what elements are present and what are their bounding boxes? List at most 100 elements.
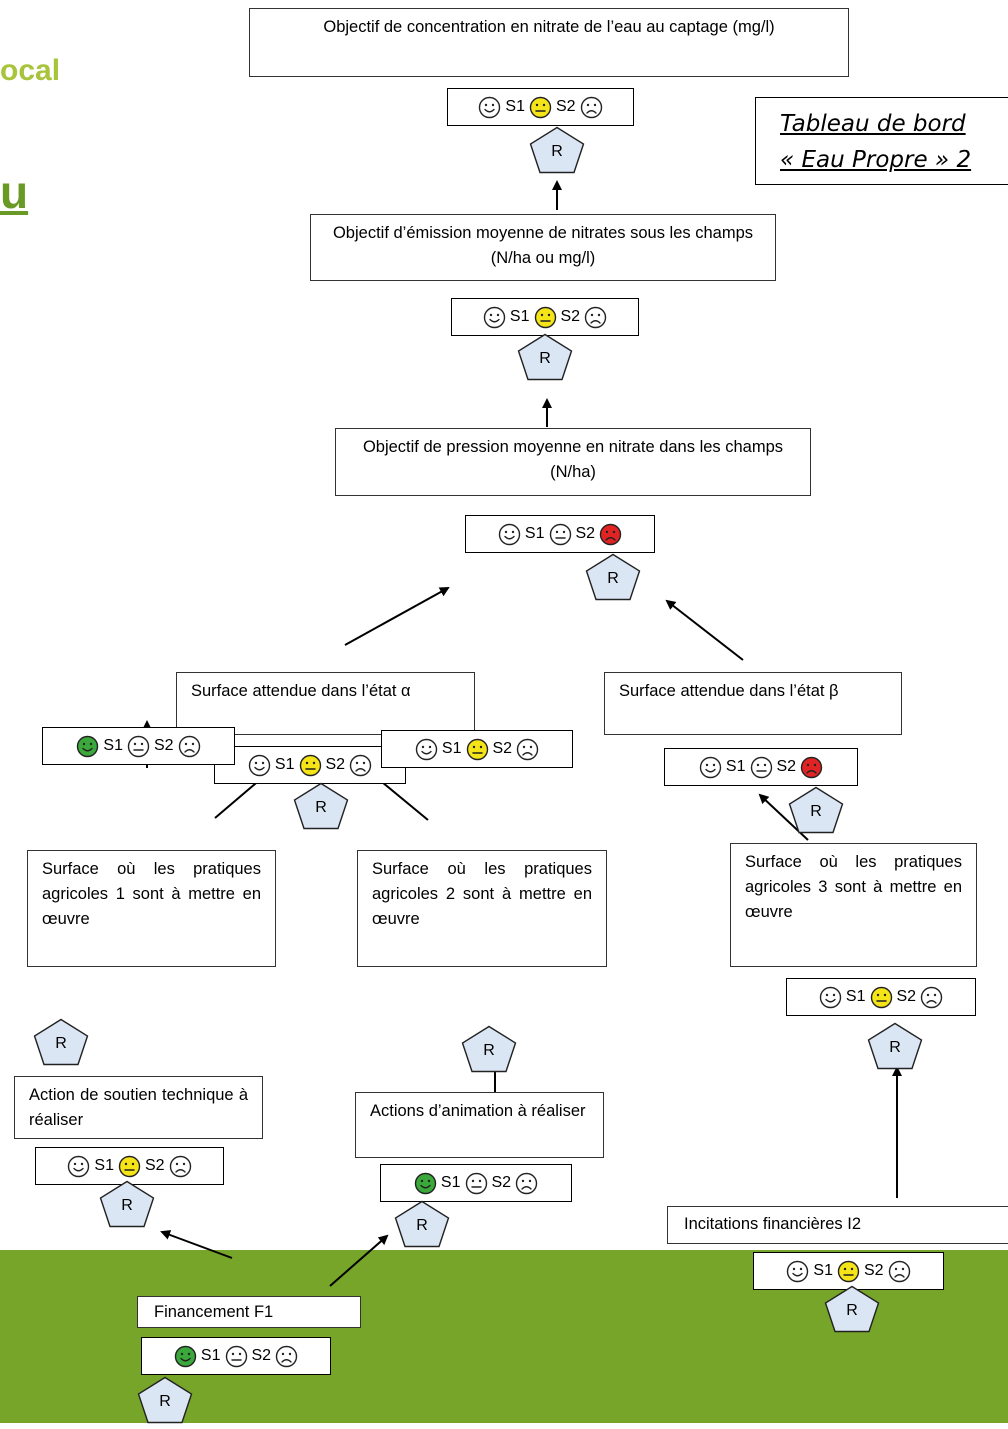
- scenario-indicator: S1 S2: [141, 1337, 331, 1375]
- r-pentagon: R: [461, 1025, 517, 1073]
- scenario-s1-label: S1: [509, 308, 530, 325]
- r-pentagon: R: [585, 553, 641, 601]
- node-box-surface-alpha: Surface attendue dans l’état α: [176, 672, 475, 735]
- slide-heading-fragment: ocal: [0, 54, 61, 87]
- neutral-face-icon: [870, 986, 893, 1009]
- neutral-face-icon: [529, 96, 552, 119]
- scenario-s1-label: S1: [845, 988, 866, 1005]
- scenario-s1-label: S1: [103, 737, 123, 754]
- smile-face-icon: [248, 754, 271, 777]
- scenario-s2-label: S2: [556, 98, 576, 115]
- r-pentagon: R: [293, 782, 349, 830]
- smile-face-icon: [483, 306, 506, 329]
- scenario-s1-label: S1: [813, 1262, 833, 1279]
- r-pentagon: R: [33, 1018, 89, 1066]
- r-pentagon: R: [529, 126, 585, 174]
- scenario-s2-label: S2: [492, 740, 513, 757]
- arrow-beta-to-pression: [665, 599, 744, 661]
- scenario-s2-label: S2: [251, 1347, 272, 1364]
- smile-face-icon: [415, 738, 438, 761]
- scenario-s2-label: S2: [154, 737, 174, 754]
- neutral-face-icon: [750, 756, 773, 779]
- scenario-s2-label: S2: [575, 525, 596, 542]
- smile-face-icon: [478, 96, 501, 119]
- sad-face-icon: [580, 96, 603, 119]
- neutral-face-icon: [549, 523, 572, 546]
- arrow-f1-to-soutien: [160, 1230, 233, 1259]
- sad-face-icon: [920, 986, 943, 1009]
- node-box-surface-beta: Surface attendue dans l’état β: [604, 672, 902, 735]
- node-box-emission-moyenne: Objectif d’émission moyenne de nitrates …: [310, 214, 776, 281]
- r-label: R: [121, 1197, 133, 1214]
- neutral-face-icon: [837, 1260, 860, 1283]
- r-pentagon: R: [824, 1285, 880, 1333]
- scenario-s2-label: S2: [864, 1262, 884, 1279]
- r-pentagon: R: [867, 1022, 923, 1070]
- scenario-s2-label: S2: [491, 1174, 512, 1191]
- smile-face-icon: [819, 986, 842, 1009]
- node-box-pratiques-2: Surface où les pratiques agricoles 2 son…: [357, 850, 607, 967]
- r-label: R: [889, 1039, 901, 1056]
- scenario-indicator: S1 S2: [381, 730, 573, 768]
- neutral-face-icon: [534, 306, 557, 329]
- smile-face-icon: [67, 1155, 90, 1178]
- sad-face-icon: [169, 1155, 192, 1178]
- r-pentagon: R: [137, 1376, 193, 1424]
- scenario-s1-label: S1: [94, 1157, 114, 1174]
- scenario-s1-label: S1: [200, 1347, 221, 1364]
- r-label: R: [551, 143, 563, 160]
- r-pentagon: R: [788, 786, 844, 834]
- node-box-pratiques-1: Surface où les pratiques agricoles 1 son…: [27, 850, 276, 967]
- neutral-face-icon: [118, 1155, 141, 1178]
- r-label: R: [315, 799, 327, 816]
- r-label: R: [55, 1035, 67, 1052]
- neutral-face-icon: [466, 738, 489, 761]
- node-box-financement-f1: Financement F1: [137, 1296, 361, 1328]
- scenario-indicator: S1 S2: [42, 727, 235, 765]
- r-label: R: [846, 1302, 858, 1319]
- scenario-indicator: S1 S2: [380, 1164, 572, 1202]
- scenario-s1-label: S1: [441, 740, 462, 757]
- scenario-s1-label: S1: [524, 525, 545, 542]
- scenario-indicator: S1 S2: [465, 515, 655, 553]
- scenario-s1-label: S1: [440, 1174, 461, 1191]
- scenario-s1-label: S1: [505, 98, 525, 115]
- sad-face-icon: [888, 1260, 911, 1283]
- smile-face-icon: [414, 1172, 437, 1195]
- scenario-indicator: S1 S2: [451, 298, 639, 336]
- neutral-face-icon: [465, 1172, 488, 1195]
- node-box-pratiques-3: Surface où les pratiques agricoles 3 son…: [730, 843, 977, 967]
- r-label: R: [159, 1393, 171, 1410]
- r-pentagon: R: [394, 1200, 450, 1248]
- smile-face-icon: [174, 1345, 197, 1368]
- sad-face-icon: [516, 738, 539, 761]
- dashboard-title-box: Tableau de bord « Eau Propre » 2: [755, 97, 1008, 185]
- sad-face-icon: [599, 523, 622, 546]
- scenario-s1-label: S1: [274, 756, 295, 773]
- node-box-pression-moyenne: Objectif de pression moyenne en nitrate …: [335, 428, 811, 496]
- arrow-f1-to-animation: [329, 1234, 389, 1287]
- r-label: R: [810, 803, 822, 820]
- r-pentagon: R: [517, 333, 573, 381]
- sad-face-icon: [584, 306, 607, 329]
- scenario-indicator: S1 S2: [214, 746, 406, 784]
- scenario-s2-label: S2: [560, 308, 581, 325]
- r-label: R: [483, 1042, 495, 1059]
- scenario-indicator: S1 S2: [447, 88, 634, 126]
- sad-face-icon: [800, 756, 823, 779]
- neutral-face-icon: [225, 1345, 248, 1368]
- smile-face-icon: [786, 1260, 809, 1283]
- dashboard-title-line2: « Eau Propre » 2: [780, 147, 972, 173]
- slide-title-fragment: u: [0, 166, 29, 218]
- sad-face-icon: [275, 1345, 298, 1368]
- scenario-indicator: S1 S2: [753, 1252, 944, 1290]
- node-box-nitrate-captage: Objectif de concentration en nitrate de …: [249, 8, 849, 77]
- node-box-incitations-i2: Incitations financières I2: [667, 1206, 1008, 1244]
- smile-face-icon: [498, 523, 521, 546]
- neutral-face-icon: [127, 735, 150, 758]
- sad-face-icon: [178, 735, 201, 758]
- scenario-s2-label: S2: [325, 756, 346, 773]
- scenario-s1-label: S1: [725, 758, 746, 775]
